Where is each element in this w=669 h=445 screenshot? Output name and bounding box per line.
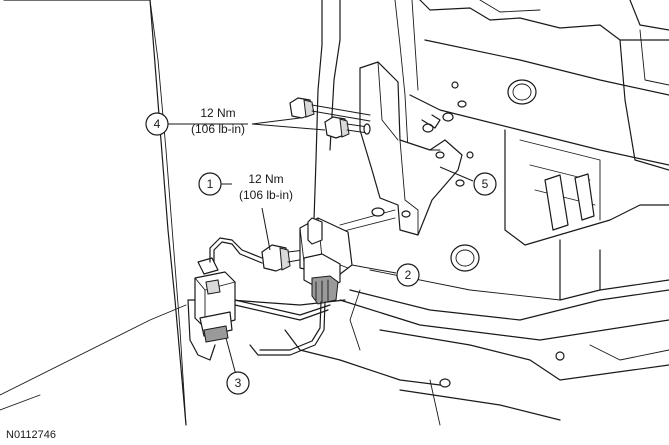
callout-5: 5 <box>473 172 497 196</box>
callout-5-number: 5 <box>482 177 489 191</box>
callout-2: 2 <box>396 263 420 287</box>
wiring-harness <box>187 237 331 361</box>
bolts-upper <box>289 97 371 139</box>
callout-1: 1 12 Nm (106 lb-in) <box>198 172 293 202</box>
callout-4: 4 12 Nm (106 lb-in) <box>145 106 245 136</box>
body-structure <box>229 0 669 426</box>
callout-1-torque-lbin: (106 lb-in) <box>239 188 293 202</box>
callout-3-number: 3 <box>235 376 242 390</box>
figure-id: N0112746 <box>6 429 56 441</box>
impact-sensor <box>299 217 353 305</box>
callout-2-number: 2 <box>405 268 412 282</box>
leader-lines <box>168 117 474 376</box>
callout-3: 3 <box>226 371 250 395</box>
door-panel <box>0 0 187 426</box>
callout-4-number: 4 <box>154 117 161 131</box>
callout-4-torque-nm: 12 Nm <box>200 106 235 120</box>
mounting-bracket <box>359 61 463 236</box>
callout-4-torque-lbin: (106 lb-in) <box>191 122 245 136</box>
callout-1-number: 1 <box>207 177 214 191</box>
electrical-connector <box>194 257 236 343</box>
sensor-bolt <box>261 207 411 272</box>
callout-1-torque-nm: 12 Nm <box>248 172 283 186</box>
